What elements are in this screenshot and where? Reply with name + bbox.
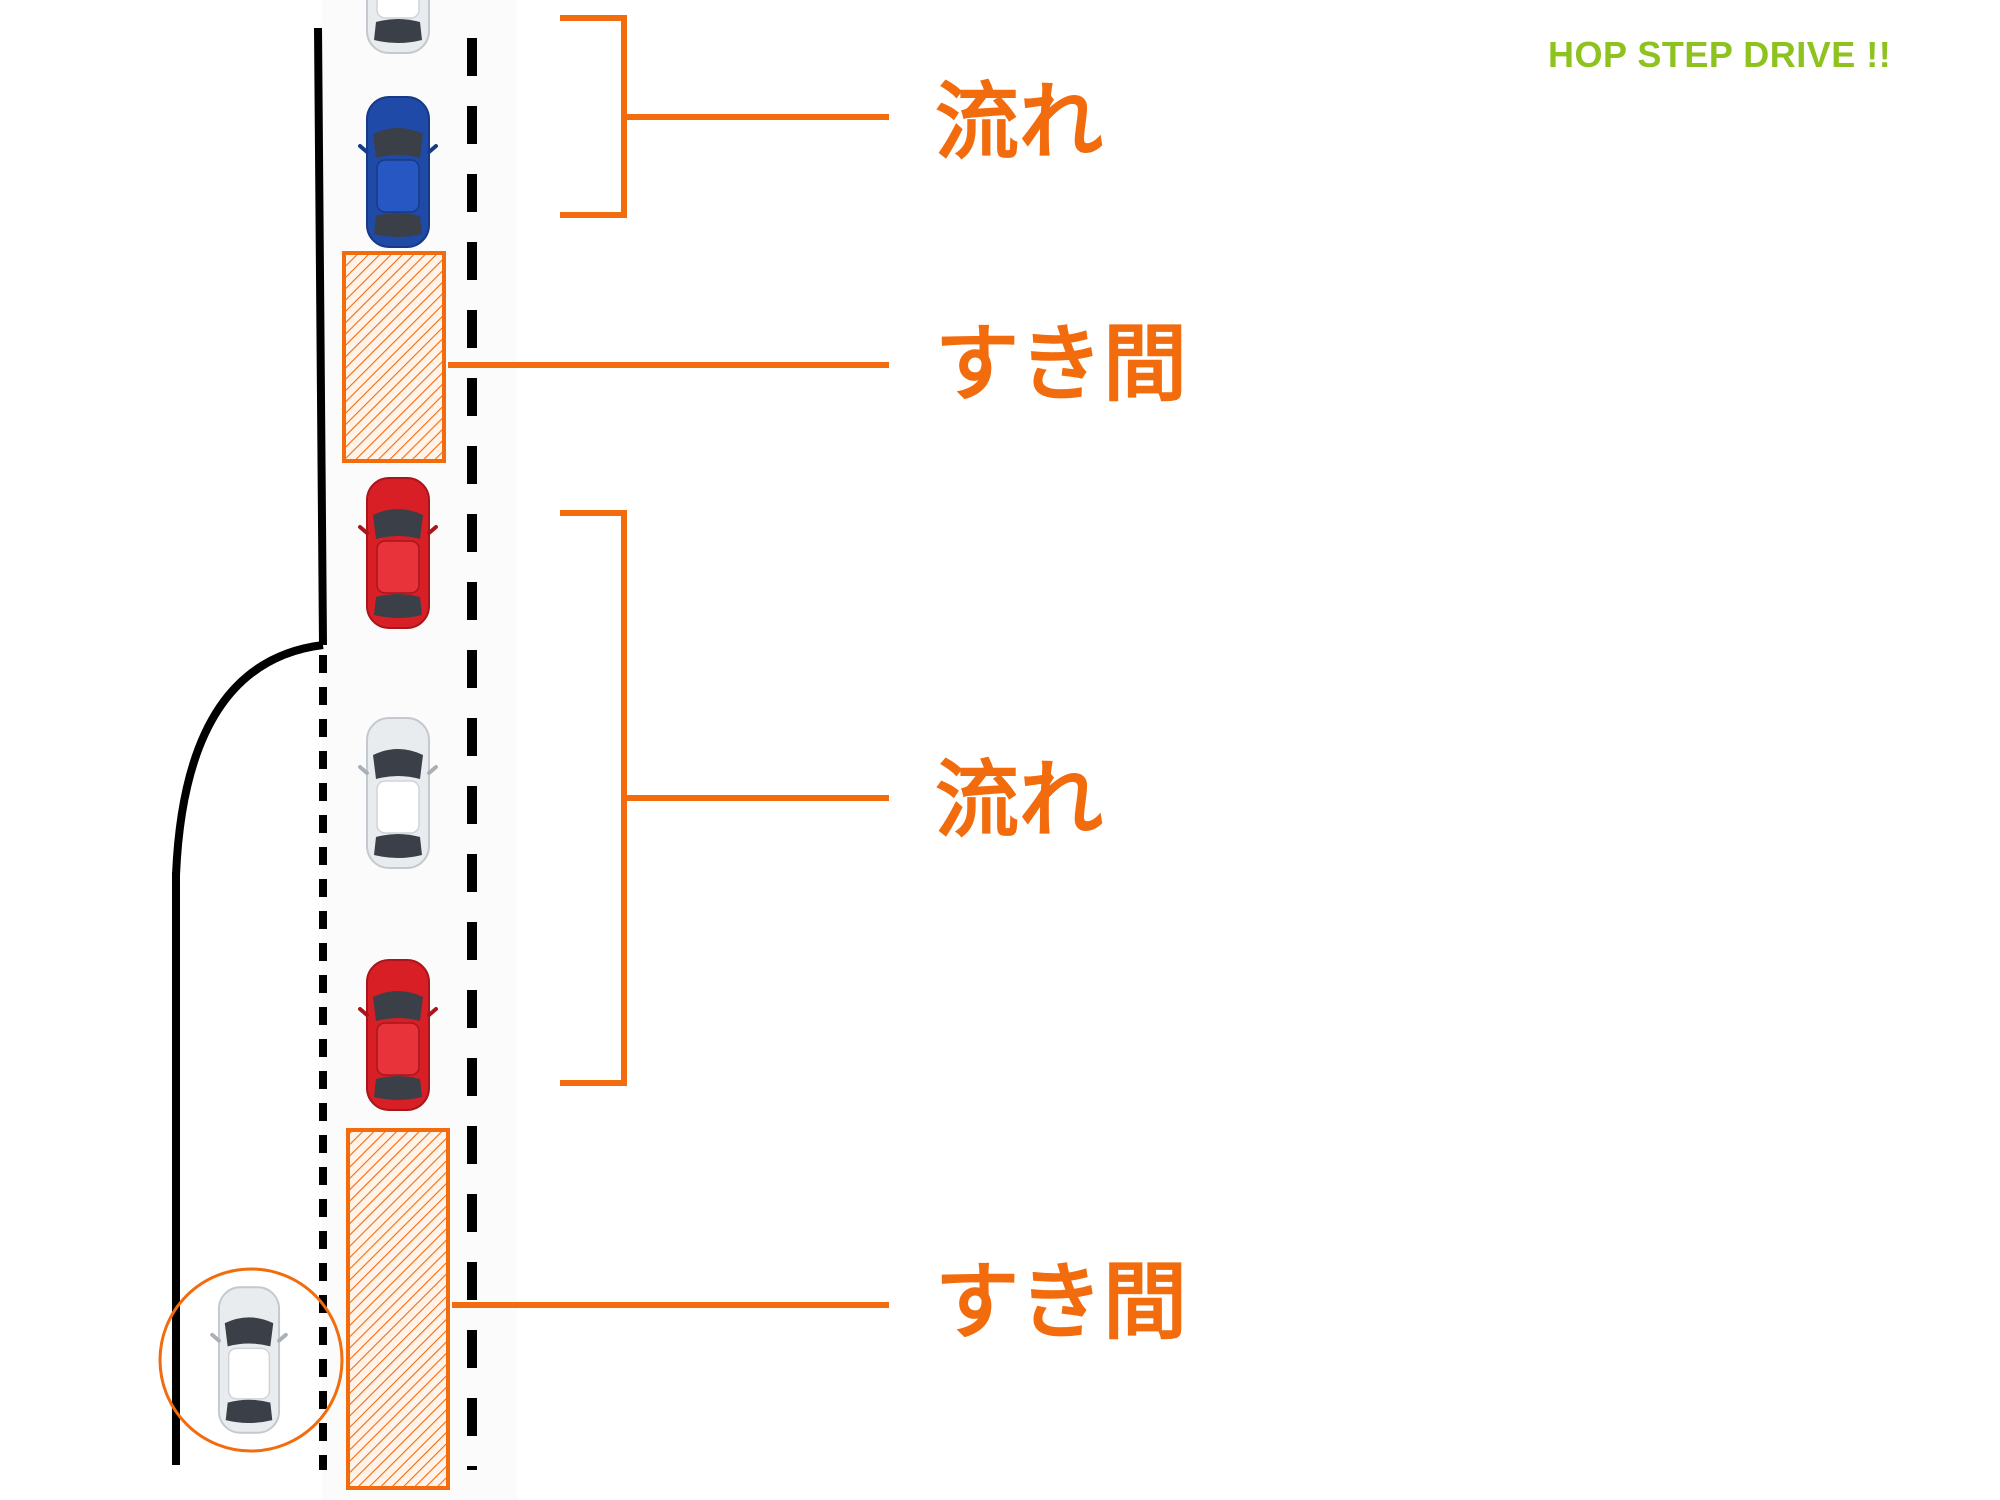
blue-car	[358, 95, 438, 249]
red-car-lower	[358, 958, 438, 1112]
label-gap-top: すき間	[935, 315, 1188, 413]
label-flow-middle: 流れ	[935, 751, 1104, 849]
brand-logo-text: HOP STEP DRIVE !!	[1548, 34, 1892, 75]
label-gap-bottom: すき間	[935, 1253, 1188, 1351]
gap-box-bottom	[346, 1128, 450, 1490]
white-car-top	[358, 0, 438, 55]
merge-lane-curve	[172, 641, 324, 876]
gap-box-top	[342, 251, 446, 463]
road-edge-upper	[314, 27, 327, 646]
red-car-upper	[358, 476, 438, 630]
flow-bracket-middle	[560, 510, 627, 1086]
merging-car-highlight	[158, 1267, 344, 1453]
label-flow-top: 流れ	[935, 73, 1104, 171]
merging-white-car	[210, 1285, 288, 1435]
flow-bracket-top	[560, 15, 627, 218]
white-car-middle	[358, 716, 438, 870]
